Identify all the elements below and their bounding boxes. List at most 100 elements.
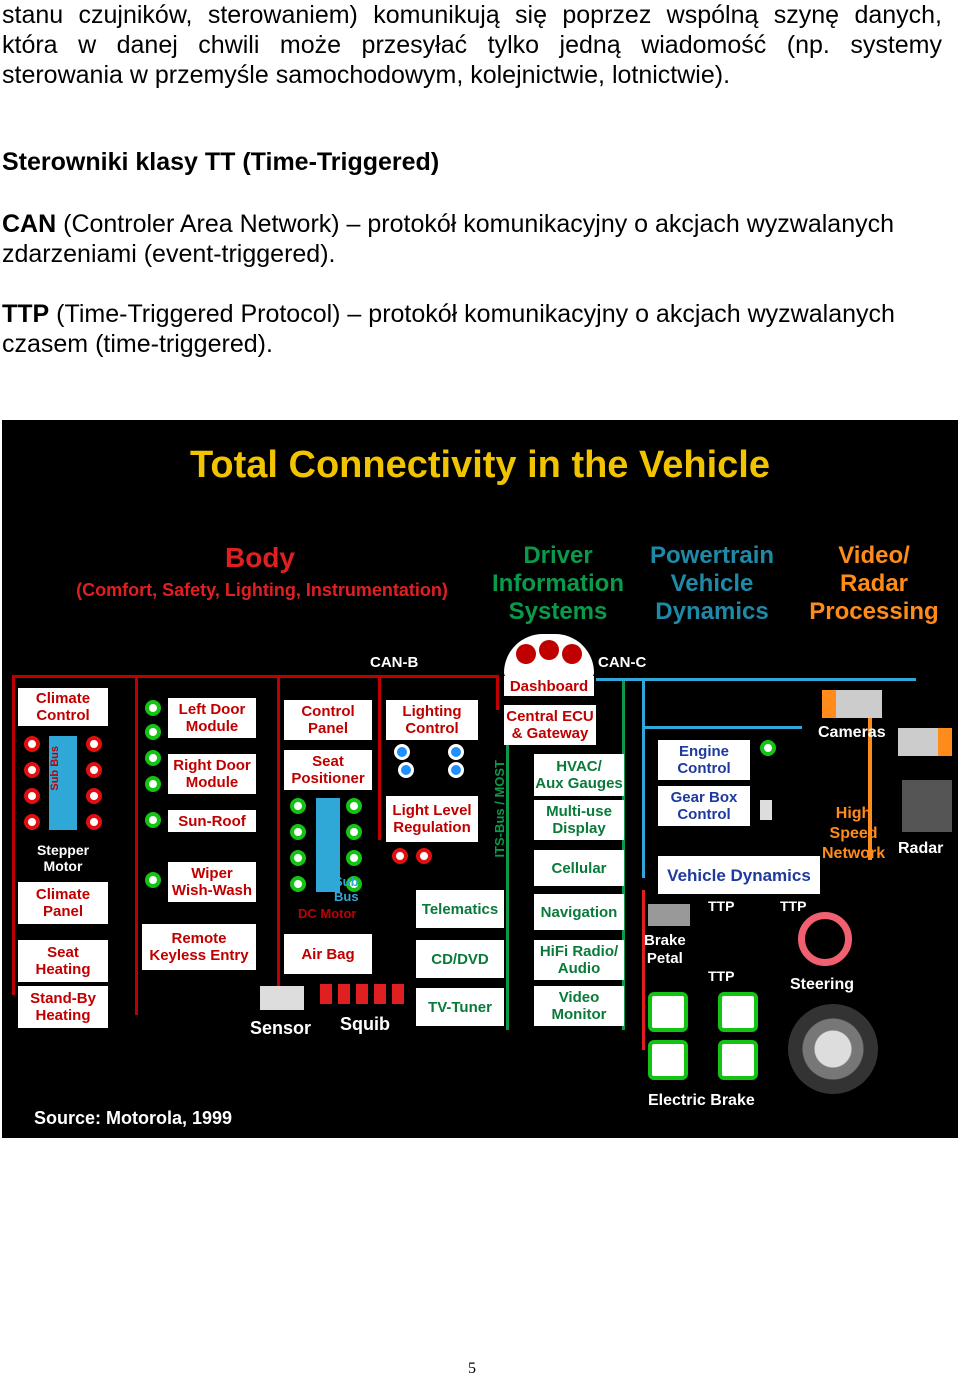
camera-icon: [822, 690, 882, 718]
right-door-box: Right Door Module: [168, 754, 256, 794]
tv-tuner-box: TV-Tuner: [416, 988, 504, 1026]
vehicle-connectivity-figure: Total Connectivity in the Vehicle Body (…: [2, 420, 958, 1138]
lighting-control-box: Lighting Control: [386, 700, 478, 740]
actuator-dot: [145, 872, 161, 888]
dc-sub-bus-label: Sub Bus: [334, 874, 359, 904]
its-bus-line: [506, 740, 509, 1030]
remote-keyless-box: Remote Keyless Entry: [142, 924, 256, 970]
can-c-bus-line: [596, 678, 916, 681]
hifi-box: HiFi Radio/ Audio: [534, 940, 624, 980]
driver-information-heading: Driver Information Systems: [492, 542, 624, 625]
can-definition-line-1: CAN (Controler Area Network) – protokół …: [2, 209, 942, 239]
ttp-label-2: TTP: [780, 898, 807, 914]
sensor-label: Sensor: [250, 1018, 312, 1038]
vehicle-dynamics-box: Vehicle Dynamics: [658, 856, 820, 894]
lamp-dot: [394, 744, 410, 760]
paragraph-line-2: która w danej chwili może przesyłać tylk…: [2, 31, 942, 59]
electric-brake-icon: [718, 1040, 758, 1080]
its-bus-label: ITS-Bus / MOST: [492, 760, 507, 858]
ttp-label-3: TTP: [708, 968, 735, 984]
air-bag-box: Air Bag: [284, 934, 372, 974]
sensor-icon: [260, 986, 304, 1010]
climate-panel-box: Climate Panel: [18, 882, 108, 924]
lamp-dot: [448, 744, 464, 760]
electric-brake-icon: [648, 1040, 688, 1080]
radar-icon: [902, 780, 952, 832]
level-dot: [416, 848, 432, 864]
actuator-dot: [145, 724, 161, 740]
light-level-box: Light Level Regulation: [386, 796, 478, 842]
brake-pedal-icon: [648, 904, 690, 926]
cameras-label: Cameras: [818, 724, 886, 741]
lamp-dot: [398, 762, 414, 778]
cellular-box: Cellular: [534, 850, 624, 886]
can-b-bus-line: [12, 675, 498, 678]
radar-label: Radar: [898, 840, 944, 857]
central-ecu-box: Central ECU & Gateway: [504, 705, 596, 745]
can-b-label: CAN-B: [370, 654, 419, 671]
dashboard-box: Dashboard: [504, 676, 594, 696]
ttp-bus-line: [642, 890, 645, 1050]
telematics-box: Telematics: [416, 890, 504, 928]
can-definition-line-2: zdarzeniami (event-triggered).: [2, 240, 336, 268]
can-b-drop-3: [277, 675, 280, 1005]
engine-control-box: Engine Control: [658, 740, 750, 780]
climate-control-box: Climate Control: [18, 688, 108, 726]
dashboard-gauges-icon: [504, 634, 594, 678]
dc-motor-label: DC Motor: [298, 906, 357, 921]
body-heading: Body: [225, 542, 295, 573]
ttp-term: TTP: [2, 300, 50, 328]
lamp-dot: [448, 762, 464, 778]
control-panel-box: Control Panel: [284, 700, 372, 740]
gearbox-control-box: Gear Box Control: [658, 786, 750, 826]
valve-icon: [760, 800, 772, 820]
left-door-box: Left Door Module: [168, 698, 256, 738]
can-c-to-cameras: [642, 726, 802, 729]
actuator-dot: [145, 812, 161, 828]
section-heading: Sterowniki klasy TT (Time-Triggered): [2, 148, 440, 176]
cd-dvd-box: CD/DVD: [416, 940, 504, 978]
steering-label: Steering: [790, 976, 855, 993]
ttp-definition-line-1: TTP (Time-Triggered Protocol) – protokół…: [2, 299, 942, 329]
electric-brake-label: Electric Brake: [648, 1092, 755, 1109]
high-speed-network-label: High Speed Network: [822, 805, 886, 862]
electric-brake-icon: [648, 992, 688, 1032]
camera-icon: [898, 728, 952, 756]
steering-wheel-icon: [798, 912, 852, 966]
seat-heating-box: Seat Heating: [18, 940, 108, 982]
actuator-dot: [145, 776, 161, 792]
hvac-box: HVAC/ Aux Gauges: [534, 754, 624, 796]
stepper-motor-label: Stepper Motor: [36, 842, 90, 874]
video-monitor-box: Video Monitor: [534, 986, 624, 1026]
wiper-box: Wiper Wish-Wash: [168, 862, 256, 902]
brake-petal-label: Brake Petal: [644, 932, 686, 967]
sun-roof-box: Sun-Roof: [168, 810, 256, 832]
paragraph-line-1: stanu czujników, sterowaniem) komunikują…: [2, 1, 942, 29]
squib-label: Squib: [340, 1014, 390, 1034]
dc-motor-group: [288, 794, 368, 894]
level-dot: [392, 848, 408, 864]
can-b-drop-2: [135, 675, 138, 1015]
can-b-drop-5: [496, 675, 499, 710]
multiuse-display-box: Multi-use Display: [534, 800, 624, 840]
can-c-drop: [642, 678, 645, 878]
squib-icon: [320, 984, 404, 1004]
actuator-dot: [145, 700, 161, 716]
page-number: 5: [468, 1360, 476, 1377]
wheel-icon: [788, 1004, 878, 1094]
can-definition-text: (Controler Area Network) – protokół komu…: [56, 210, 895, 238]
injector-dot: [760, 740, 776, 756]
can-b-left-drop: [12, 675, 15, 995]
can-term: CAN: [2, 210, 57, 238]
ttp-definition-line-2: czasem (time-triggered).: [2, 330, 273, 358]
video-radar-heading: Video/ Radar Processing: [809, 542, 939, 625]
actuator-dot: [145, 750, 161, 766]
figure-source: Source: Motorola, 1999: [34, 1108, 233, 1128]
can-b-drop-4: [378, 675, 381, 840]
ttp-definition-text: (Time-Triggered Protocol) – protokół kom…: [49, 300, 895, 328]
high-speed-network-line: [868, 700, 872, 860]
navigation-box: Navigation: [534, 894, 624, 930]
figure-title: Total Connectivity in the Vehicle: [190, 444, 770, 486]
can-c-label: CAN-C: [598, 654, 647, 671]
powertrain-heading: Powertrain Vehicle Dynamics: [649, 542, 775, 625]
